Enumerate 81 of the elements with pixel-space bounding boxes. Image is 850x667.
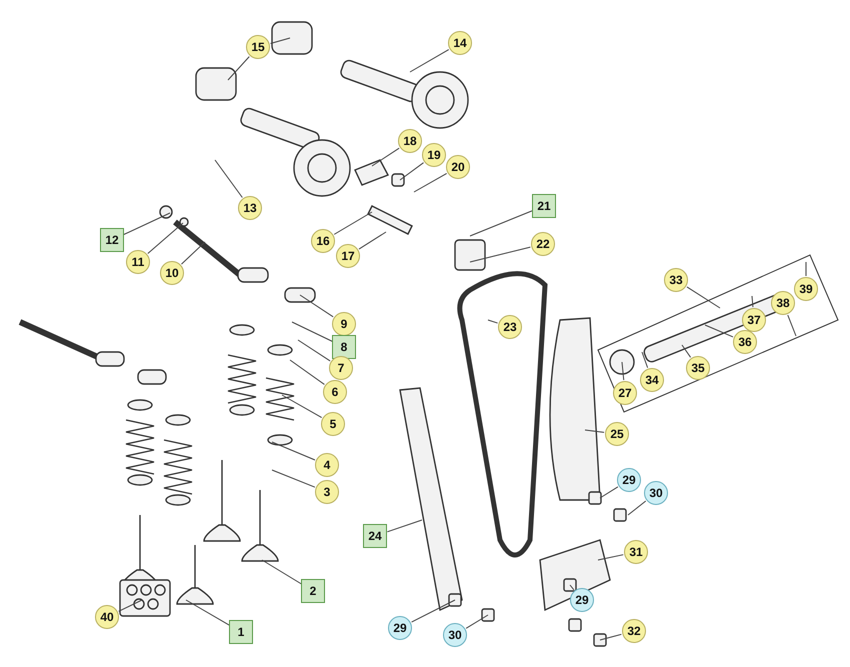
callout-number: 11 [126,250,150,274]
callout-number: 22 [531,232,555,256]
callout-number: 14 [448,31,472,55]
leader-line [372,148,400,166]
leader-line [228,56,250,80]
leader-line [570,584,574,590]
callout-number: 5 [321,412,345,436]
callout-number: 35 [686,356,710,380]
leader-line [682,344,692,358]
leader-line [410,49,450,72]
leader-line [147,222,184,254]
callout-number: 2 [301,579,325,603]
callout-number: 3 [315,480,339,504]
leader-line [214,160,243,198]
leader-line [298,340,331,362]
leader-line [642,352,648,368]
callout-number: 9 [332,312,356,336]
callout-number: 27 [613,381,637,405]
callout-number: 23 [498,315,522,339]
leader-line [752,296,754,308]
callout-number: 15 [246,35,270,59]
callout-number: 29 [570,588,594,612]
callout-number: 13 [238,196,262,220]
leader-line [466,614,488,629]
leader-line [300,294,334,318]
leader-line [414,172,448,192]
leader-line [628,500,646,516]
callout-number: 30 [443,623,467,647]
callout-number: 33 [664,268,688,292]
leader-line [270,38,290,44]
callout-number: 39 [794,277,818,301]
leader-line [272,442,316,460]
leader-line [180,242,206,265]
leader-line [262,560,302,585]
leader-line [292,322,333,342]
callout-number: 40 [95,605,119,629]
callout-number: 32 [622,619,646,643]
leader-line [290,360,325,385]
leader-line [386,520,422,532]
callout-number: 30 [644,481,668,505]
callout-number: 18 [398,129,422,153]
leader-line [118,600,142,612]
leader-line [358,232,386,250]
leader-line [787,314,796,336]
callout-number: 17 [336,244,360,268]
leader-line [598,554,624,560]
callout-number: 7 [329,356,353,380]
callout-number: 25 [605,422,629,446]
callout-number: 29 [388,616,412,640]
callout-number: 19 [422,143,446,167]
callout-number: 21 [532,194,556,218]
callout-number: 1 [229,620,253,644]
leader-line [334,212,372,235]
leader-line [186,600,230,626]
leader-line [704,324,734,338]
leader-line [622,362,624,381]
callout-number: 20 [446,155,470,179]
callout-number: 24 [363,524,387,548]
leader-line [584,430,605,433]
leader-line [600,634,622,640]
callout-number: 12 [100,228,124,252]
leader-line [686,286,720,308]
callout-number: 34 [640,368,664,392]
leader-line [272,470,316,488]
callout-number: 16 [311,229,335,253]
leader-line [470,246,531,262]
callout-number: 38 [771,291,795,315]
callout-number: 6 [323,380,347,404]
leader-line [282,394,322,418]
leader-line [600,486,618,498]
callout-number: 31 [624,540,648,564]
leader-line [400,162,424,180]
leader-line [123,212,170,236]
callout-number: 29 [617,468,641,492]
leader-line [411,600,456,623]
callout-number: 8 [332,335,356,359]
callout-number: 10 [160,261,184,285]
leader-line [488,320,498,324]
callout-number: 4 [315,453,339,477]
leader-line [470,210,532,236]
callout-number: 36 [733,330,757,354]
